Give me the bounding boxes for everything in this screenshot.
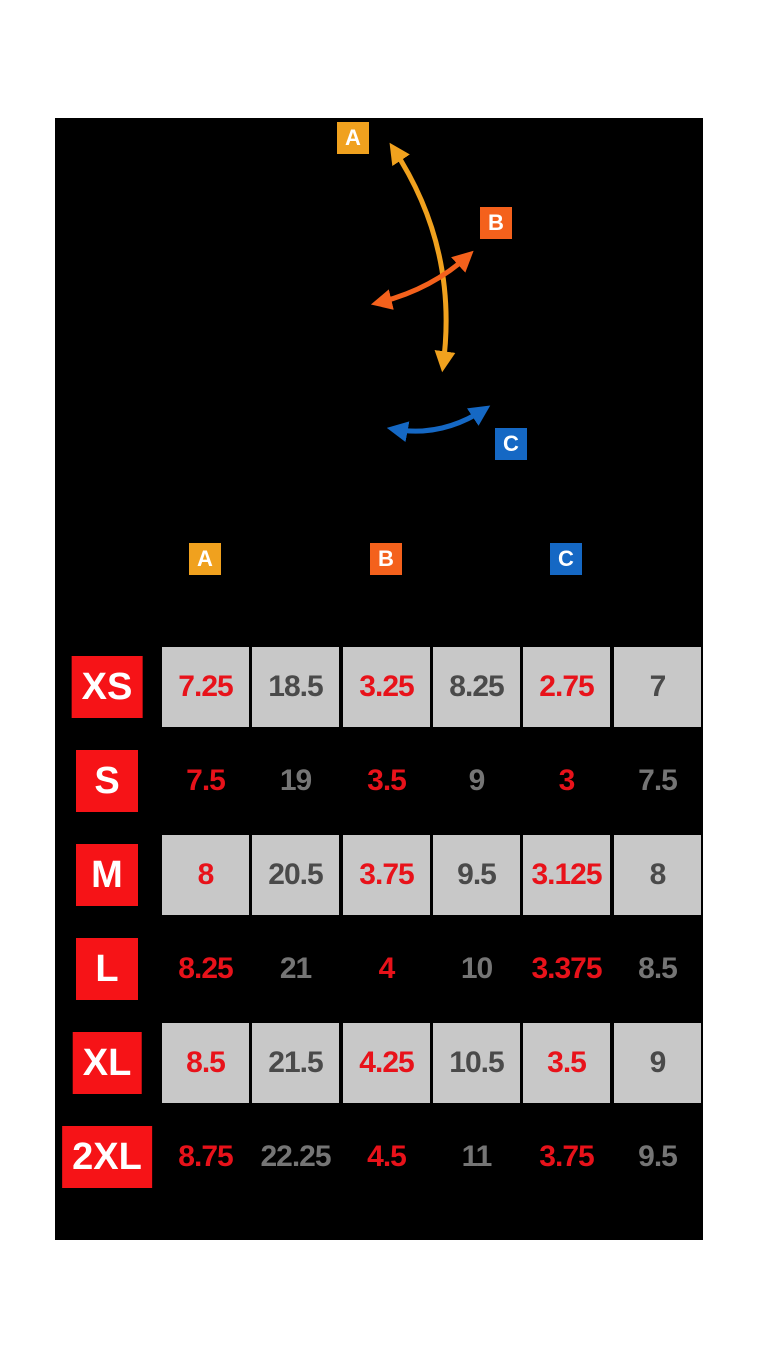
value-cell: 3.5 bbox=[367, 764, 407, 797]
value-cell: 4.25 bbox=[343, 1023, 430, 1103]
value-cell: 8.25 bbox=[178, 952, 233, 985]
value-cell: 8 bbox=[162, 835, 249, 915]
table-row-l: L 8.25 21 4 10 3.375 8.5 bbox=[55, 929, 703, 1009]
value-cell: 22.25 bbox=[260, 1140, 331, 1173]
value-cell: 21 bbox=[279, 952, 312, 985]
value-cell: 9 bbox=[614, 1023, 701, 1103]
value-cell: 3.75 bbox=[539, 1140, 594, 1173]
value-cell: 9.5 bbox=[433, 835, 520, 915]
vertical-double-arrow-icon bbox=[389, 142, 456, 373]
value-cell: 9.5 bbox=[638, 1140, 678, 1173]
value-cell: 4 bbox=[378, 952, 396, 985]
table-row-s: S 7.5 19 3.5 9 3 7.5 bbox=[55, 741, 703, 821]
value-cell: 9 bbox=[468, 764, 486, 797]
value-cell: 4.5 bbox=[367, 1140, 407, 1173]
value-cell: 8 bbox=[614, 835, 701, 915]
value-cell: 3.375 bbox=[531, 952, 602, 985]
value-cell: 8.75 bbox=[178, 1140, 233, 1173]
value-cell: 3.75 bbox=[343, 835, 430, 915]
value-cell: 10.5 bbox=[433, 1023, 520, 1103]
value-cell: 2.75 bbox=[523, 647, 610, 727]
value-cell: 7.5 bbox=[638, 764, 678, 797]
size-label: XS bbox=[71, 656, 143, 718]
column-header-b: B bbox=[370, 543, 402, 575]
value-cell: 8.25 bbox=[433, 647, 520, 727]
table-row-m: M 8 20.5 3.75 9.5 3.125 8 bbox=[55, 835, 703, 915]
value-cell: 3.5 bbox=[523, 1023, 610, 1103]
value-cell: 7 bbox=[614, 647, 701, 727]
size-chart-panel: A B C A B C XS 7.25 18.5 3.25 8.25 2.75 … bbox=[55, 118, 703, 1240]
value-cell: 3.25 bbox=[343, 647, 430, 727]
size-label: L bbox=[76, 938, 138, 1000]
curved-double-arrow-icon bbox=[386, 405, 491, 443]
size-label: 2XL bbox=[62, 1126, 152, 1188]
size-label: XL bbox=[72, 1032, 142, 1094]
measurement-tag-b: B bbox=[480, 207, 512, 239]
value-cell: 7.5 bbox=[186, 764, 226, 797]
value-cell: 3.125 bbox=[523, 835, 610, 915]
value-cell: 18.5 bbox=[252, 647, 339, 727]
value-cell: 11 bbox=[461, 1140, 493, 1173]
value-cell: 3 bbox=[558, 764, 576, 797]
measurement-tag-a: A bbox=[337, 122, 369, 154]
table-row-xl: XL 8.5 21.5 4.25 10.5 3.5 9 bbox=[55, 1023, 703, 1103]
measurement-arrows bbox=[370, 142, 491, 443]
value-cell: 8.5 bbox=[162, 1023, 249, 1103]
column-header-a: A bbox=[189, 543, 221, 575]
column-header-c: C bbox=[550, 543, 582, 575]
value-cell: 19 bbox=[279, 764, 312, 797]
table-row-xs: XS 7.25 18.5 3.25 8.25 2.75 7 bbox=[55, 647, 703, 727]
measurement-diagram: A B C bbox=[55, 118, 703, 578]
value-cell: 20.5 bbox=[252, 835, 339, 915]
value-cell: 21.5 bbox=[252, 1023, 339, 1103]
value-cell: 7.25 bbox=[162, 647, 249, 727]
value-cell: 8.5 bbox=[638, 952, 678, 985]
size-label: S bbox=[76, 750, 138, 812]
diagonal-double-arrow-icon bbox=[370, 250, 474, 310]
measurement-tag-c: C bbox=[495, 428, 527, 460]
table-row-2xl: 2XL 8.75 22.25 4.5 11 3.75 9.5 bbox=[55, 1117, 703, 1197]
size-label: M bbox=[76, 844, 138, 906]
value-cell: 10 bbox=[460, 952, 493, 985]
